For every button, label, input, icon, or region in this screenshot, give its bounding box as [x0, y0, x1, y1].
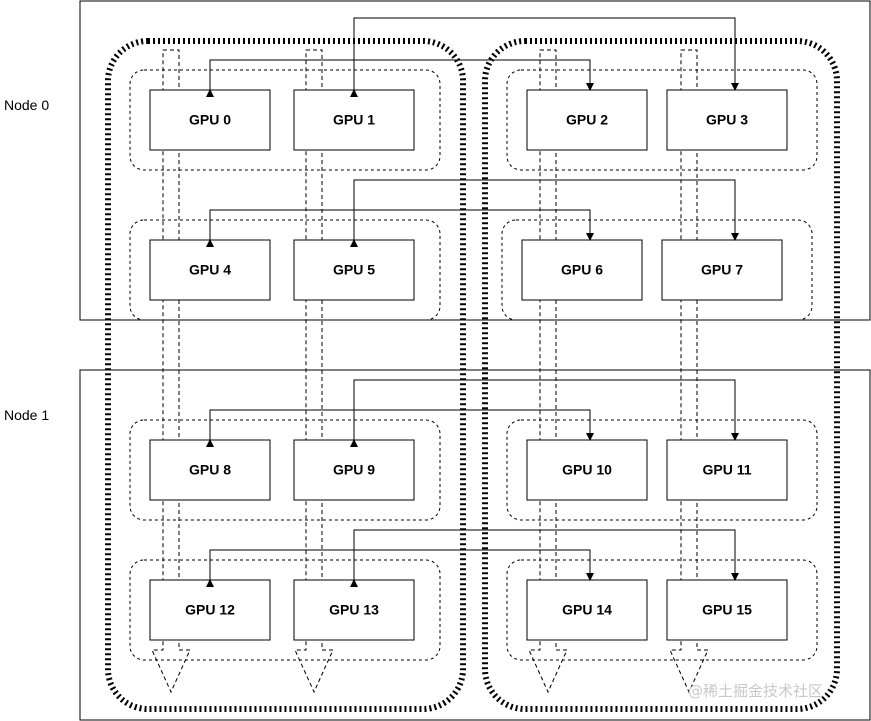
gpu-label-2: GPU 2 [566, 112, 608, 128]
gpu-label-12: GPU 12 [185, 602, 235, 618]
pair-box-8-9 [129, 419, 441, 521]
gpu-box-15 [666, 579, 788, 641]
pair-box-14-15 [506, 559, 818, 661]
gpu-box-5 [293, 239, 415, 301]
gpu-label-15: GPU 15 [702, 602, 752, 618]
gpu-box-9 [293, 439, 415, 501]
pair-box-12-13 [129, 559, 441, 661]
pair-box-2-3 [506, 69, 818, 171]
gpu-label-10: GPU 10 [562, 462, 612, 478]
pair-box-10-11 [506, 419, 818, 521]
gpu-box-14 [526, 579, 648, 641]
gpu-boxes [149, 89, 788, 641]
pair-boxes [129, 69, 818, 661]
node-1-box [79, 369, 871, 721]
link-gpu1-gpu3 [350, 17, 739, 97]
gpu-label-0: GPU 0 [189, 112, 231, 128]
watermark-text: @稀土掘金技术社区 [688, 682, 823, 700]
connector-links [206, 17, 739, 587]
gpu-box-1 [293, 89, 415, 151]
pair-box-0-1 [129, 69, 441, 171]
group-box-right [482, 38, 840, 712]
gpu-label-5: GPU 5 [333, 262, 375, 278]
gpu-label-3: GPU 3 [706, 112, 748, 128]
link-gpu4-gpu6 [206, 209, 594, 247]
link-gpu9-gpu11 [350, 379, 739, 447]
node-1-label: Node 1 [4, 407, 49, 423]
gpu-label-4: GPU 4 [189, 262, 231, 278]
gpu-label-8: GPU 8 [189, 462, 231, 478]
gpu-box-4 [149, 239, 271, 301]
gpu-label-1: GPU 1 [333, 112, 375, 128]
link-gpu8-gpu10 [206, 409, 594, 447]
gpu-box-8 [149, 439, 271, 501]
gpu-label-6: GPU 6 [561, 262, 603, 278]
gpu-label-9: GPU 9 [333, 462, 375, 478]
gpu-box-6 [521, 239, 643, 301]
gpu-box-12 [149, 579, 271, 641]
link-gpu0-gpu2 [206, 59, 594, 97]
link-gpu5-gpu7 [350, 179, 739, 247]
gpu-label-7: GPU 7 [701, 262, 743, 278]
node-0-label: Node 0 [4, 97, 49, 113]
gpu-box-11 [666, 439, 788, 501]
gpu-labels: GPU 0 GPU 1 GPU 2 GPU 3 GPU 4 GPU 5 GPU … [185, 112, 752, 618]
link-gpu12-gpu14 [206, 549, 594, 587]
pair-box-4-5 [129, 219, 441, 321]
gpu-box-2 [526, 89, 648, 151]
gpu-label-14: GPU 14 [562, 602, 612, 618]
gpu-box-7 [661, 239, 783, 301]
gpu-label-13: GPU 13 [329, 602, 379, 618]
gpu-label-11: GPU 11 [702, 462, 751, 478]
gpu-box-0 [149, 89, 271, 151]
gpu-box-10 [526, 439, 648, 501]
link-gpu13-gpu15 [350, 529, 739, 587]
pair-box-6-7 [501, 219, 813, 321]
gpu-box-13 [293, 579, 415, 641]
group-box-left [105, 38, 466, 712]
gpu-box-3 [666, 89, 788, 151]
